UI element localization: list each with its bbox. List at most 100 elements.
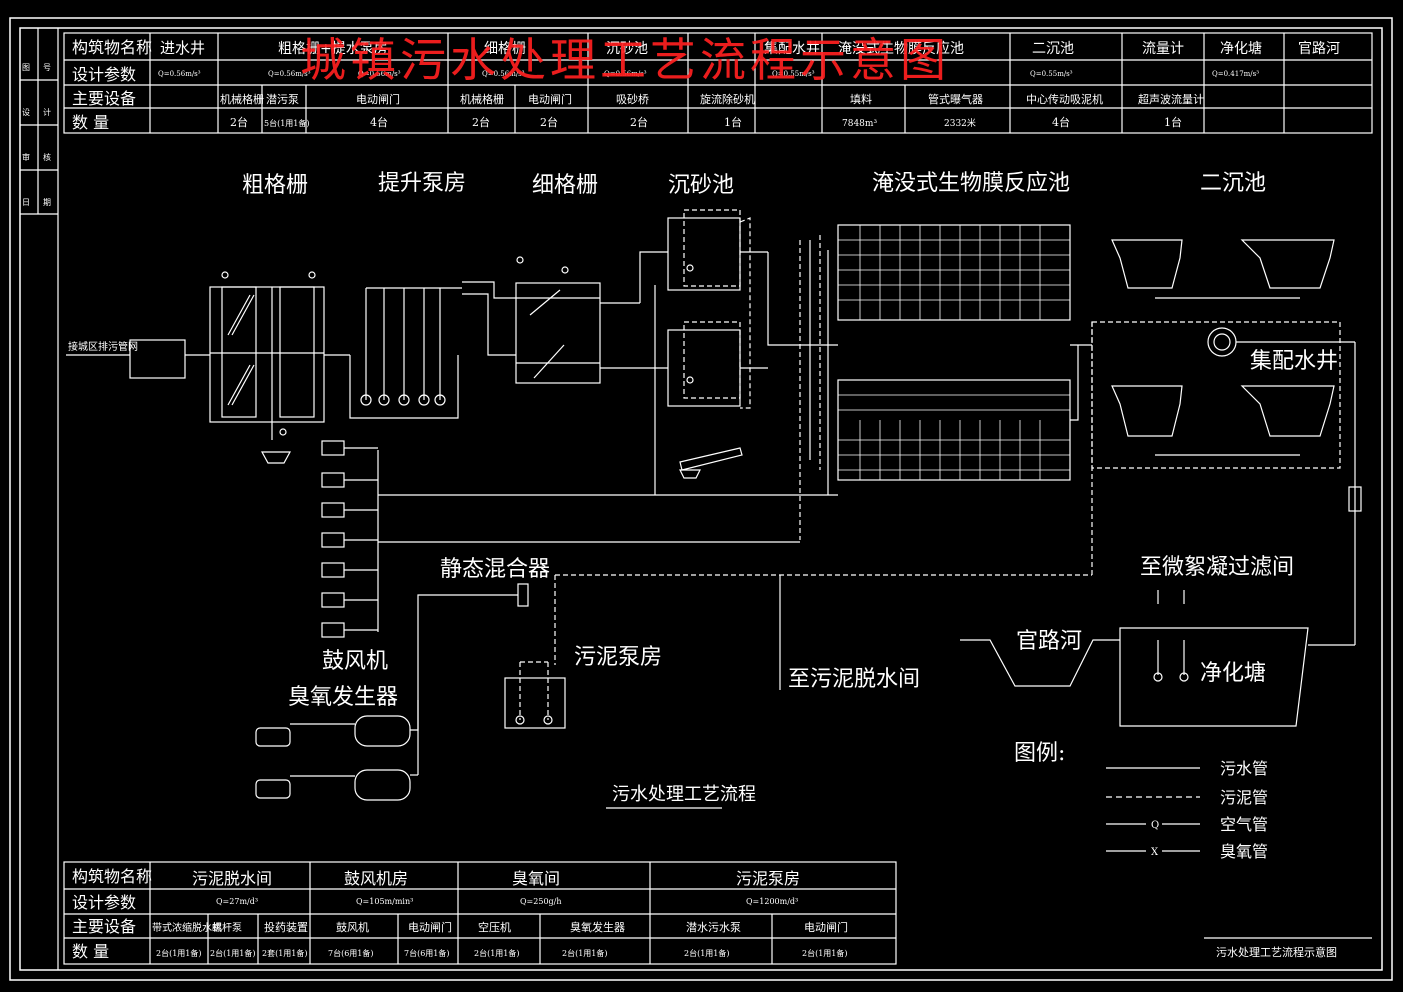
label-bioreactor: 淹没式生物膜反应池: [872, 171, 1070, 196]
top-equip-6: 吸砂桥: [616, 93, 649, 106]
bottom-qty-7: 2台(1用1备): [562, 948, 608, 958]
stamp-1: 图: [22, 63, 30, 72]
top-name-clarifier: 二沉池: [1032, 41, 1074, 57]
label-to-filtration: 至微絮凝过滤间: [1140, 555, 1294, 580]
top-qty-10: 4台: [1052, 115, 1070, 129]
bottom-table: [63, 861, 897, 965]
bottom-name-ozone-room: 臭氧间: [512, 869, 560, 888]
label-static-mixer: 静态混合器: [440, 557, 550, 582]
legend-label-sludge: 污泥管: [1220, 788, 1268, 807]
label-grit-chamber: 沉砂池: [668, 173, 734, 198]
top-qty-8: 7848m³: [842, 119, 877, 129]
top-equip-5: 电动闸门: [528, 92, 572, 106]
overlay-title: 城镇污水处理工艺流程示意图: [300, 33, 950, 87]
stamp-5: 审: [22, 152, 30, 162]
top-equip-8: 填料: [850, 92, 872, 106]
blower-bank: [321, 440, 378, 638]
stage-titles: 粗格栅 提升泵房 细格栅 沉砂池 淹没式生物膜反应池 二沉池 集配水井 静态混合…: [68, 171, 1338, 805]
bottom-param-3: Q=250g/h: [520, 897, 562, 906]
label-distribution-well: 集配水井: [1250, 349, 1338, 374]
bottom-equip-8: 潜水污水泵: [686, 920, 741, 934]
top-qty-11: 1台: [1164, 115, 1182, 129]
top-name-inlet-well: 进水井: [160, 39, 205, 57]
label-blower: 鼓风机: [322, 649, 388, 674]
top-param-6: Q=0.55m/s³: [772, 70, 815, 78]
top-equip-7: 旋流除砂机: [700, 92, 755, 106]
label-river: 官路河: [1016, 629, 1082, 654]
title-block-stamps: 图 号 设 计 审 核 日 期: [22, 63, 51, 207]
top-name-fine-screen: 细格栅: [484, 41, 526, 57]
top-row-header-qty: 数 量: [72, 113, 109, 132]
label-process-caption: 污水处理工艺流程: [612, 784, 756, 805]
bottom-qty-5: 7台(6用1备): [404, 948, 450, 958]
lift-pump-house: [324, 281, 516, 419]
top-qty-6: 2台: [630, 115, 648, 129]
bottom-equip-2: 螺杆泵: [212, 922, 242, 934]
top-qty-3: 4台: [370, 115, 388, 129]
bottom-qty-6: 2台(1用1备): [474, 948, 520, 958]
legend-mark-ozone: X: [1151, 847, 1159, 858]
legend-item-sludge: 污泥管: [1106, 788, 1268, 807]
top-equip-2: 潜污泵: [266, 92, 299, 106]
top-param-1: Q=0.56m/s³: [158, 70, 201, 78]
grit-chamber-unit: [654, 209, 838, 495]
top-equip-11: 超声波流量计: [1138, 92, 1204, 106]
bottom-equip-6: 空压机: [478, 920, 511, 934]
drawing-title: 污水处理工艺流程示意图: [1216, 945, 1337, 959]
top-table-text: 构筑物名称 设计参数 主要设备 数 量 进水井 粗格栅+提水泵房 细格栅 沉砂池…: [72, 38, 1340, 132]
stamp-4: 计: [43, 107, 51, 117]
top-equip-9: 管式曝气器: [928, 92, 983, 106]
sludge-pump-unit: [504, 661, 566, 729]
top-param-8: Q=0.417m/s³: [1212, 70, 1259, 78]
drawing-frame: [9, 17, 1393, 981]
bottom-equip-4: 鼓风机: [336, 920, 369, 934]
label-ozone-gen: 臭氧发生器: [288, 685, 398, 710]
bottom-qty-4: 7台(6用1备): [328, 948, 374, 958]
label-inlet: 接城区排污管网: [68, 340, 138, 353]
top-param-2: Q=0.56m/s³: [268, 70, 311, 78]
top-equip-3: 电动闸门: [356, 92, 400, 106]
top-name-river: 官路河: [1298, 41, 1340, 57]
stamp-8: 期: [43, 198, 51, 207]
top-param-7: Q=0.55m/s³: [1030, 70, 1073, 78]
bottom-name-sludge-pump: 污泥泵房: [736, 869, 800, 888]
coarse-screen-unit: [209, 271, 325, 464]
top-name-distribution: 集配水井: [764, 40, 820, 57]
river-and-pond: [960, 590, 1355, 727]
bottom-param-1: Q=27m/d³: [216, 897, 258, 906]
bioreactor-unit: [799, 224, 1092, 540]
legend-item-air: Q 空气管: [1106, 815, 1268, 834]
legend-label-air: 空气管: [1220, 815, 1268, 834]
bottom-equip-5: 电动闸门: [408, 920, 452, 934]
legend-label-ozone: 臭氧管: [1220, 842, 1268, 861]
label-to-dewatering: 至污泥脱水间: [788, 667, 920, 692]
drawing-title-block: 污水处理工艺流程示意图: [1204, 937, 1372, 959]
bottom-qty-9: 2台(1用1备): [802, 948, 848, 958]
top-qty-1: 2台: [230, 115, 248, 129]
top-name-pond: 净化塘: [1220, 41, 1262, 57]
bottom-row-header-qty: 数 量: [72, 942, 109, 961]
legend-mark-air: Q: [1151, 820, 1159, 831]
label-clarifier: 二沉池: [1200, 171, 1266, 196]
top-param-3: Q=0.56m/s³: [358, 70, 401, 78]
top-param-4: Q=0.56m/s³: [482, 70, 525, 78]
top-param-5: Q=0.56m/s³: [604, 70, 647, 78]
label-lift-pump: 提升泵房: [378, 171, 466, 196]
legend: 图例: 污水管 污泥管 Q 空气管 X 臭氧管: [1014, 741, 1268, 861]
bottom-row-header-equip: 主要设备: [72, 917, 136, 936]
label-coarse-screen: 粗格栅: [242, 173, 308, 198]
bottom-equip-7: 臭氧发生器: [570, 920, 625, 934]
bottom-param-4: Q=1200m/d³: [746, 897, 798, 906]
label-pond: 净化塘: [1200, 661, 1266, 686]
top-qty-4: 2台: [472, 115, 490, 129]
stamp-2: 号: [43, 63, 51, 72]
top-name-bioreactor: 淹没式生物膜反应池: [838, 40, 964, 57]
top-row-header-name: 构筑物名称: [72, 38, 152, 57]
top-row-header-param: 设计参数: [72, 65, 136, 84]
clarifier-unit: [1091, 239, 1362, 645]
bottom-qty-1: 2台(1用1备): [156, 948, 202, 958]
top-equip-10: 中心传动吸泥机: [1026, 92, 1103, 106]
legend-title: 图例:: [1014, 741, 1065, 766]
pipe-network: [377, 450, 1092, 776]
